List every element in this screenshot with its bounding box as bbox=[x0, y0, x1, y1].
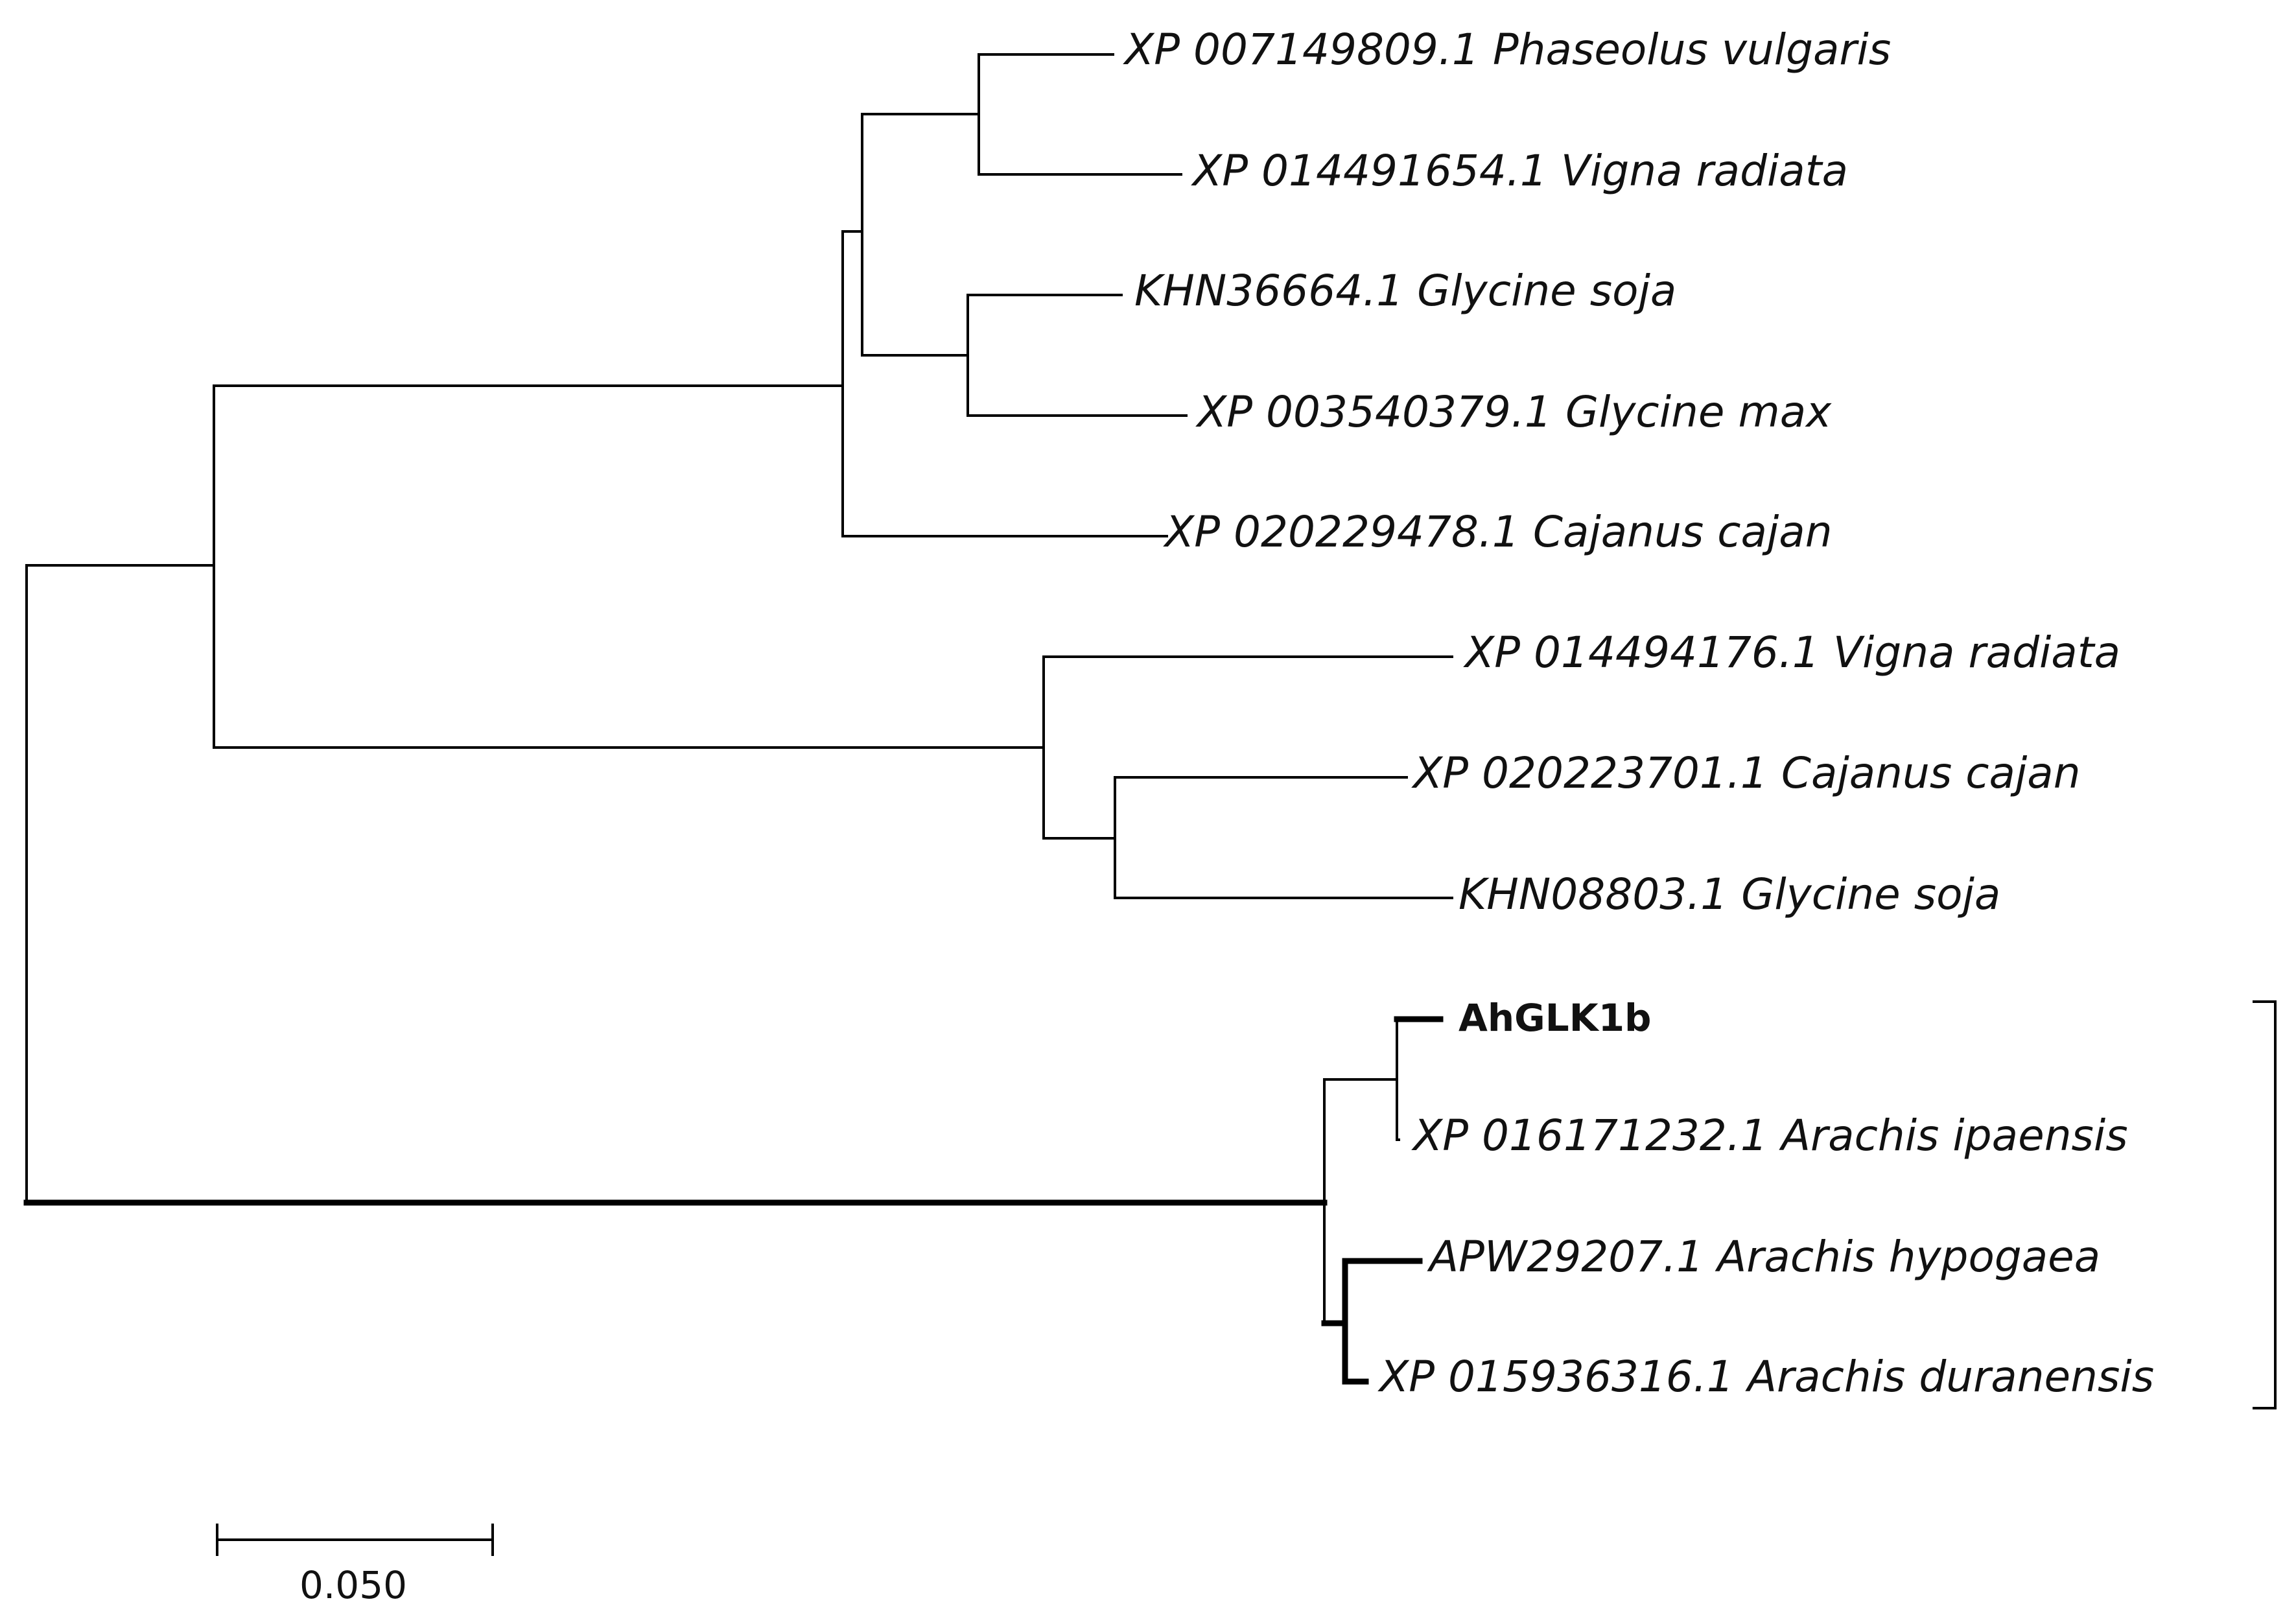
scale-bar: 0.050 bbox=[216, 1524, 494, 1602]
leaf-label: XP 014491654.1 Vigna radiata bbox=[1191, 146, 1848, 196]
leaf-label: XP 015936316.1 Arachis duranensis bbox=[1377, 1352, 2154, 1402]
branches bbox=[23, 53, 1453, 1385]
leaf-label: KHN08803.1 Glycine soja bbox=[1458, 869, 2000, 919]
leaf-label: XP 007149809.1 Phaseolus vulgaris bbox=[1123, 25, 1891, 75]
scale-bar-label: 0.050 bbox=[299, 1563, 407, 1602]
leaf-label-highlighted: AhGLK1b bbox=[1458, 996, 1652, 1040]
leaf-label: XP 020223701.1 Cajanus cajan bbox=[1411, 748, 2081, 798]
leaf-labels: XP 007149809.1 Phaseolus vulgaris XP 014… bbox=[1123, 25, 2154, 1402]
leaf-label: XP 016171232.1 Arachis ipaensis bbox=[1411, 1111, 2128, 1160]
leaf-label: XP 003540379.1 Glycine max bbox=[1195, 387, 1832, 437]
leaf-label: KHN36664.1 Glycine soja bbox=[1134, 266, 1676, 316]
leaf-label: XP 014494176.1 Vigna radiata bbox=[1463, 628, 2120, 677]
leaf-label: APW29207.1 Arachis hypogaea bbox=[1427, 1232, 2100, 1282]
clade-bracket bbox=[2253, 1000, 2277, 1409]
leaf-label: XP 020229478.1 Cajanus cajan bbox=[1163, 507, 1833, 557]
